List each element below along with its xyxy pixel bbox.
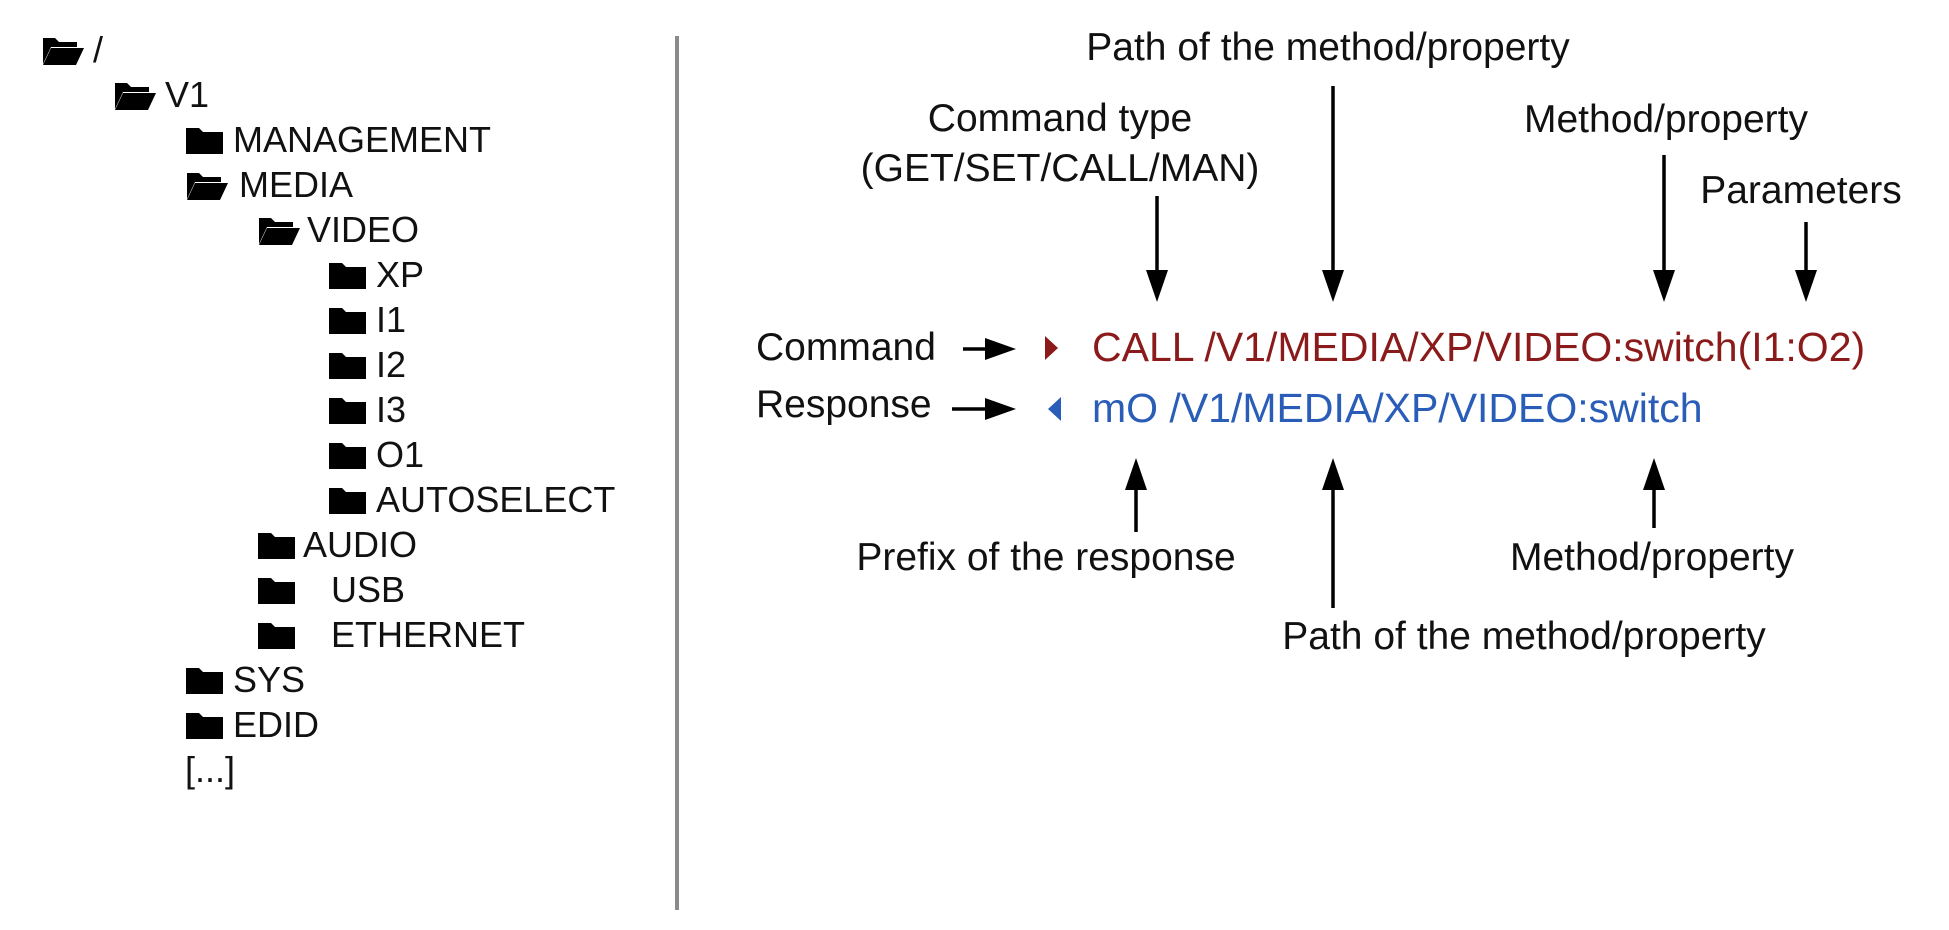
- arrow-command-type: [1146, 196, 1168, 302]
- tree-label: ETHERNET: [331, 614, 526, 655]
- tree-ellipsis: [...]: [185, 749, 236, 790]
- tree-row-i2[interactable]: I2: [328, 345, 406, 385]
- tree-label: MEDIA: [239, 164, 354, 205]
- command-marker-icon: [1045, 336, 1058, 360]
- arrow-parameters: [1795, 222, 1817, 302]
- arrow-method-property-bottom: [1643, 458, 1665, 528]
- tree-row-management[interactable]: MANAGEMENT: [185, 120, 491, 160]
- panel-divider: [675, 36, 679, 910]
- folder-icon: [186, 128, 223, 154]
- folder-icon: [258, 578, 295, 604]
- folder-icon: [186, 713, 223, 739]
- tree-label: XP: [376, 254, 425, 295]
- label-response: Response: [756, 383, 932, 426]
- tree-label: O1: [376, 434, 425, 475]
- folder-icon: [258, 533, 295, 559]
- label-method-property-top: Method/property: [1524, 98, 1808, 141]
- label-prefix: Prefix of the response: [856, 536, 1236, 579]
- tree-row-usb[interactable]: USB: [257, 570, 405, 610]
- tree-row-o1[interactable]: O1: [328, 435, 424, 475]
- tree-row-ethernet[interactable]: ETHERNET: [257, 615, 525, 655]
- folder-open-icon: [259, 218, 300, 245]
- arrow-command: [963, 338, 1016, 360]
- folder-icon: [186, 668, 223, 694]
- folder-icon: [329, 308, 366, 334]
- folder-icon: [258, 623, 295, 649]
- arrow-path-top: [1322, 86, 1344, 302]
- tree-row-root[interactable]: /: [41, 30, 103, 70]
- folder-open-icon: [187, 173, 228, 200]
- tree-label: SYS: [233, 659, 306, 700]
- tree-row-audio[interactable]: AUDIO: [257, 525, 417, 565]
- folder-icon: [329, 398, 366, 424]
- response-marker-icon: [1048, 397, 1061, 421]
- tree-row-media[interactable]: MEDIA: [185, 165, 353, 205]
- arrow-prefix: [1125, 458, 1147, 532]
- tree-row-edid[interactable]: EDID: [185, 705, 319, 745]
- tree-label: AUDIO: [303, 524, 418, 565]
- folder-icon: [329, 443, 366, 469]
- tree-row-xp[interactable]: XP: [328, 255, 424, 295]
- response-text: mO /V1/MEDIA/XP/VIDEO:switch: [1092, 385, 1703, 431]
- tree-label: USB: [331, 569, 406, 610]
- tree-label: /: [93, 29, 104, 70]
- tree-row-video[interactable]: VIDEO: [257, 210, 419, 250]
- tree-row-v1[interactable]: V1: [113, 75, 209, 115]
- tree-row-i3[interactable]: I3: [328, 390, 406, 430]
- label-command-type-values: (GET/SET/CALL/MAN): [860, 147, 1260, 190]
- folder-open-icon: [115, 83, 156, 110]
- tree-label: I2: [376, 344, 407, 385]
- folder-icon: [329, 488, 366, 514]
- tree-row-more[interactable]: [...]: [185, 750, 235, 790]
- tree-row-sys[interactable]: SYS: [185, 660, 305, 700]
- label-path-bottom: Path of the method/property: [1282, 615, 1766, 658]
- command-text: CALL /V1/MEDIA/XP/VIDEO:switch(I1:O2): [1092, 324, 1866, 370]
- label-parameters: Parameters: [1700, 169, 1902, 212]
- folder-open-icon: [43, 38, 84, 65]
- folder-icon: [329, 353, 366, 379]
- label-command-type: Command type: [927, 97, 1193, 140]
- tree-label: MANAGEMENT: [233, 119, 492, 160]
- tree-label: VIDEO: [307, 209, 420, 250]
- tree-label: EDID: [233, 704, 320, 745]
- label-command: Command: [756, 326, 936, 369]
- tree-label: AUTOSELECT: [376, 479, 616, 520]
- tree-row-autoselect[interactable]: AUTOSELECT: [328, 480, 615, 520]
- tree-label: I1: [376, 299, 407, 340]
- label-method-property-bottom: Method/property: [1510, 536, 1794, 579]
- arrow-path-bottom: [1322, 458, 1344, 608]
- tree-row-i1[interactable]: I1: [328, 300, 406, 340]
- folder-icon: [329, 263, 366, 289]
- arrow-method-property-top: [1653, 155, 1675, 302]
- tree-label: I3: [376, 389, 407, 430]
- tree-label: V1: [165, 74, 210, 115]
- label-path-top: Path of the method/property: [1086, 26, 1570, 69]
- arrow-response: [952, 398, 1016, 420]
